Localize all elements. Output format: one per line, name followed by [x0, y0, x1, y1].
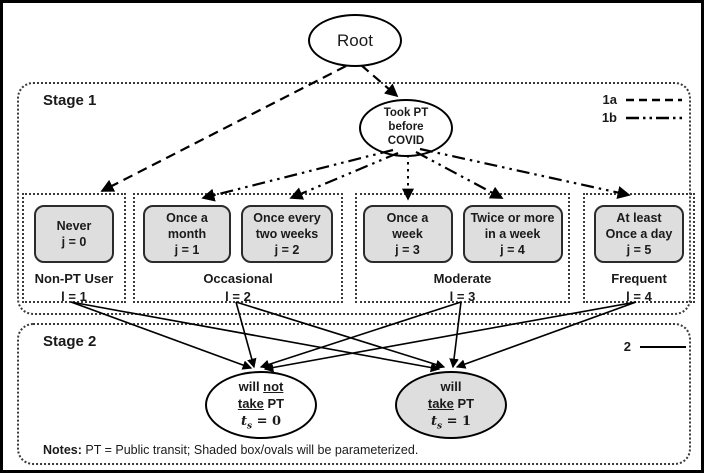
- t-variable: t: [430, 413, 437, 429]
- stage2-box: Stage 2 2 will not take PT ts = 0 will t…: [17, 323, 691, 465]
- solid-line-sample-icon: [640, 345, 686, 348]
- t-equals-value: = 1: [442, 413, 472, 429]
- legend-label-2: 2: [623, 339, 631, 354]
- alt-box-once-a-month-j1: Once a month j = 1: [143, 205, 231, 263]
- box-row: At least Once a day j = 5: [594, 205, 684, 263]
- alt-box-once-every-two-weeks-j2: Once every two weeks j = 2: [241, 205, 333, 263]
- oval-yes-line2-post: PT: [453, 396, 475, 412]
- alt-j-label: j = 3: [395, 243, 420, 258]
- will-not-take-pt-node: will not take PT ts = 0: [205, 371, 317, 439]
- alt-box-once-a-week-j3: Once a week j = 3: [362, 205, 453, 263]
- alt-line1: Twice or more: [470, 210, 555, 225]
- group-name-text: Non-PT User: [34, 271, 114, 286]
- legend-label-1b: 1b: [601, 110, 617, 125]
- stage2-title: Stage 2: [43, 333, 97, 350]
- group-label-non-pt-user: Non-PT User l = 1: [35, 270, 114, 306]
- dash-dot-dot-line-sample-icon: [626, 116, 682, 119]
- oval-no-line1-underlined: not: [263, 378, 284, 394]
- t-subscript: s: [246, 421, 253, 432]
- dashed-line-sample-icon: [626, 98, 682, 101]
- group-level-text: l = 4: [626, 289, 652, 305]
- pt-oval-line2: before: [388, 121, 424, 134]
- legend-row-1b: 1b: [597, 110, 683, 125]
- alt-line2: Once a day: [605, 226, 673, 241]
- t-equals-value: = 0: [252, 413, 282, 429]
- group-name-text: Moderate: [433, 271, 492, 286]
- group-level-text: l = 3: [449, 289, 476, 305]
- oval-no-line1: will not: [239, 378, 284, 396]
- oval-no-line2: take PT: [238, 395, 284, 413]
- group-non-pt-user: Never j = 0 Non-PT User l = 1: [22, 193, 126, 306]
- alt-line1: Once a: [166, 210, 208, 225]
- alt-j-label: j = 0: [61, 235, 87, 249]
- group-level-text: l = 2: [225, 289, 251, 305]
- root-node: Root: [308, 14, 402, 67]
- oval-yes-line1-pre: will: [440, 378, 462, 394]
- alt-j-label: j = 4: [500, 243, 525, 258]
- group-level-text: l = 1: [61, 289, 87, 305]
- t-subscript: s: [436, 421, 443, 432]
- alt-j-label: j = 1: [174, 243, 200, 258]
- alt-box-twice-or-more-j4: Twice or more in a week j = 4: [462, 205, 563, 263]
- alt-line2: month: [167, 226, 207, 241]
- group-label-frequent: Frequent l = 4: [611, 270, 667, 306]
- group-name-text: Occasional: [203, 271, 273, 286]
- alt-line2: week: [392, 226, 423, 241]
- oval-yes-line1: will: [441, 378, 462, 396]
- box-row: Once a week j = 3 Twice or more in a wee…: [362, 205, 563, 263]
- t-variable: t: [240, 413, 247, 429]
- notes-label: Notes:: [43, 443, 82, 457]
- alt-line2: in a week: [484, 226, 541, 241]
- group-frequent: At least Once a day j = 5 Frequent l = 4: [583, 193, 695, 306]
- oval-no-line1-pre: will: [238, 378, 264, 394]
- legend-label-1a: 1a: [602, 92, 617, 107]
- group-occasional: Once a month j = 1 Once every two weeks …: [133, 193, 343, 306]
- oval-no-line2-underlined: take: [237, 396, 264, 412]
- stage1-box: Stage 1 Took PT before COVID 1a 1b: [17, 82, 695, 315]
- notes-text: PT = Public transit; Shaded box/ovals wi…: [81, 443, 419, 457]
- stage2-legend: 2: [611, 339, 687, 354]
- box-row: Once a month j = 1 Once every two weeks …: [143, 205, 333, 263]
- stage1-title: Stage 1: [43, 92, 97, 109]
- alt-line1: At least: [616, 210, 662, 225]
- alt-line1: Once a: [386, 210, 429, 225]
- pt-oval-line1: Took PT: [383, 107, 429, 120]
- group-moderate: Once a week j = 3 Twice or more in a wee…: [355, 193, 570, 306]
- pt-oval-line3: COVID: [387, 134, 425, 147]
- group-name-text: Frequent: [611, 271, 667, 286]
- alt-box-at-least-once-a-day-j5: At least Once a day j = 5: [594, 205, 684, 263]
- will-take-pt-node: will take PT ts = 1: [395, 371, 507, 439]
- alt-box-never-j0: Never j = 0: [34, 205, 114, 263]
- root-label: Root: [337, 30, 373, 50]
- alt-j-label: j = 2: [274, 243, 300, 258]
- legend-row-1a: 1a: [597, 92, 683, 107]
- alt-j-label: j = 5: [626, 243, 652, 258]
- alt-line1: Never: [56, 218, 92, 233]
- legend-row-2: 2: [611, 339, 687, 354]
- oval-no-ts-label: ts = 0: [241, 413, 281, 433]
- oval-no-line2-post: PT: [263, 396, 285, 412]
- group-label-moderate: Moderate l = 3: [434, 270, 492, 306]
- alt-line2: two weeks: [255, 226, 319, 241]
- notes-line: Notes: PT = Public transit; Shaded box/o…: [43, 443, 418, 457]
- oval-yes-ts-label: ts = 1: [431, 413, 471, 433]
- group-label-occasional: Occasional l = 2: [203, 270, 272, 306]
- oval-yes-line2-underlined: take: [427, 396, 454, 412]
- alt-line1: Once every: [253, 210, 321, 225]
- box-row: Never j = 0: [34, 205, 114, 263]
- took-pt-before-covid-node: Took PT before COVID: [359, 99, 453, 157]
- oval-yes-line2: take PT: [428, 395, 474, 413]
- stage1-legend: 1a 1b: [597, 92, 683, 125]
